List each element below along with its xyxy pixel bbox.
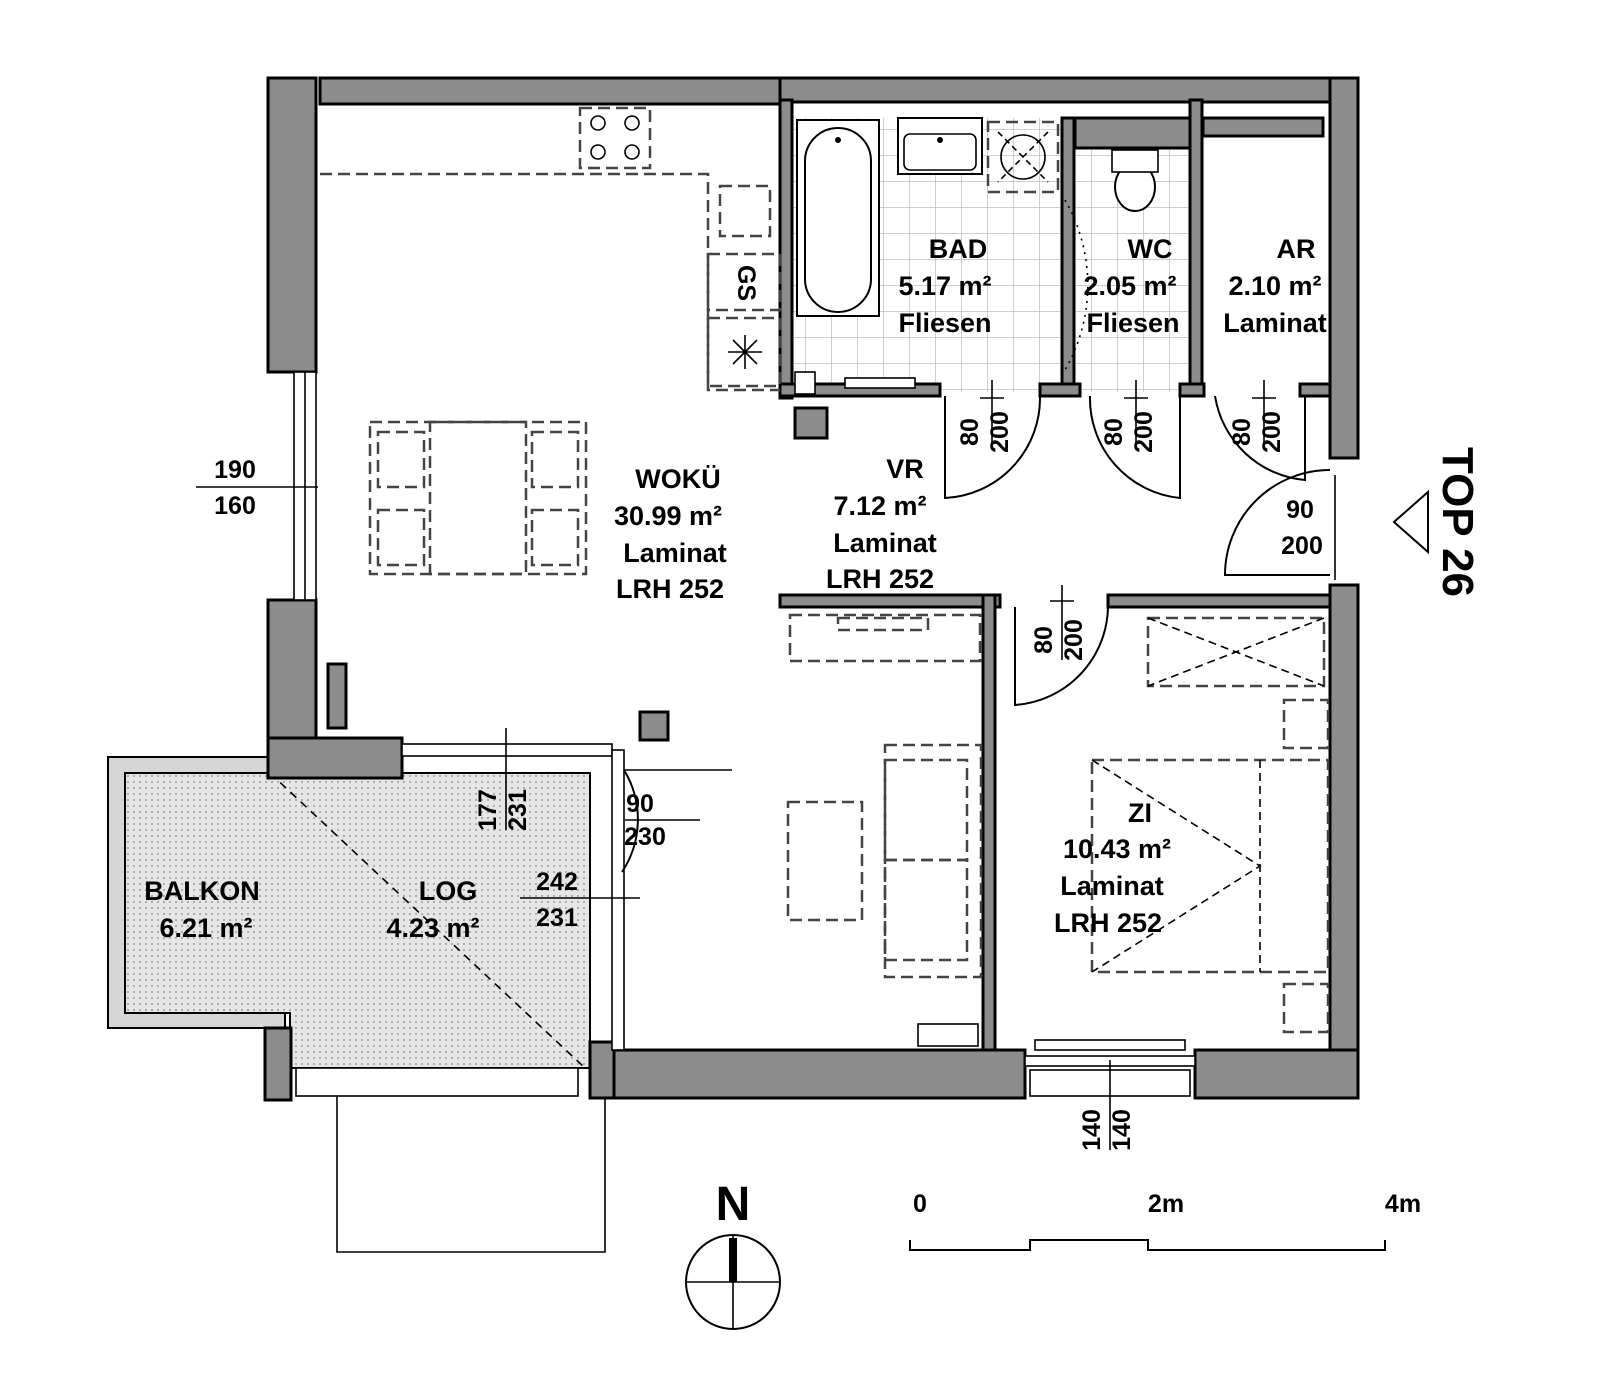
svg-text:Laminat: Laminat [1223, 308, 1327, 338]
window-west [293, 371, 317, 601]
svg-text:VR: VR [886, 454, 924, 484]
north-arrow: N [685, 1178, 781, 1330]
svg-text:200: 200 [986, 411, 1014, 453]
svg-text:0: 0 [913, 1190, 927, 1218]
svg-text:2.05 m²: 2.05 m² [1083, 271, 1176, 301]
svg-text:231: 231 [536, 904, 578, 932]
dim-door-bad: 80 200 [956, 380, 1014, 453]
svg-text:200: 200 [1130, 411, 1158, 453]
bathroom-fixtures [794, 117, 1159, 395]
room-bad-label: BAD 5.17 m² Fliesen [898, 234, 991, 338]
svg-text:177: 177 [474, 789, 502, 831]
dim-door-balcony: 90 230 [624, 790, 700, 851]
svg-text:2m: 2m [1148, 1190, 1184, 1218]
svg-text:WOKÜ: WOKÜ [635, 464, 720, 494]
svg-text:4.23 m²: 4.23 m² [386, 913, 479, 943]
svg-text:230: 230 [624, 823, 666, 851]
svg-text:BALKON: BALKON [144, 876, 260, 906]
svg-text:Laminat: Laminat [1060, 871, 1164, 901]
svg-text:4m: 4m [1385, 1190, 1421, 1218]
svg-text:6.21 m²: 6.21 m² [159, 913, 252, 943]
svg-text:Laminat: Laminat [833, 528, 937, 558]
dining-table [368, 420, 588, 576]
svg-text:5.17 m²: 5.17 m² [898, 271, 991, 301]
svg-text:30.99 m²: 30.99 m² [614, 501, 722, 531]
door-swings [621, 395, 1331, 873]
svg-text:80: 80 [1228, 418, 1256, 446]
svg-text:2.10 m²: 2.10 m² [1228, 271, 1321, 301]
room-ar-label: AR 2.10 m² Laminat [1223, 234, 1327, 338]
room-zi-label: ZI 10.43 m² Laminat LRH 252 [1054, 798, 1171, 938]
room-log-label: LOG 4.23 m² [386, 876, 479, 943]
walls [263, 76, 1360, 1102]
svg-text:10.43 m²: 10.43 m² [1063, 834, 1171, 864]
svg-text:242: 242 [536, 868, 578, 896]
dim-window-log: 177 231 [474, 728, 532, 831]
svg-text:Laminat: Laminat [623, 538, 727, 568]
living-furniture [786, 613, 983, 1047]
svg-text:90: 90 [626, 790, 654, 818]
dim-door-wc: 80 200 [1100, 380, 1158, 453]
window-log [401, 743, 625, 1051]
kitchen-counter: GS [320, 106, 782, 392]
bedroom-furniture [1090, 616, 1330, 1034]
svg-text:BAD: BAD [929, 234, 988, 264]
svg-text:ZI: ZI [1128, 798, 1152, 828]
svg-text:AR: AR [1277, 234, 1316, 264]
room-wokue-label: WOKÜ 30.99 m² Laminat LRH 252 [614, 464, 727, 604]
svg-text:140: 140 [1078, 1109, 1106, 1151]
svg-text:LOG: LOG [419, 876, 478, 906]
north-arrow-label: N [716, 1178, 751, 1231]
svg-text:7.12 m²: 7.12 m² [833, 491, 926, 521]
svg-text:200: 200 [1060, 619, 1088, 661]
dim-door-entry: 90 200 [1281, 475, 1336, 580]
dim-door-ar: 80 200 [1228, 380, 1286, 453]
kitchen-gs-label: GS [732, 265, 760, 301]
room-wc-label: WC 2.05 m² Fliesen [1083, 234, 1179, 338]
svg-text:140: 140 [1108, 1109, 1136, 1151]
svg-text:Fliesen: Fliesen [1086, 308, 1179, 338]
svg-text:190: 190 [214, 456, 256, 484]
room-vr-label: VR 7.12 m² Laminat LRH 252 [826, 454, 937, 594]
svg-text:LRH 252: LRH 252 [826, 564, 934, 594]
svg-text:TOP 26: TOP 26 [1433, 447, 1482, 597]
dim-log-opening: 242 231 [520, 868, 640, 932]
svg-text:80: 80 [956, 418, 984, 446]
svg-text:LRH 252: LRH 252 [616, 574, 724, 604]
unit-title: TOP 26 [1392, 447, 1482, 597]
scale-bar: 0 2m 4m [909, 1190, 1421, 1251]
room-balkon-label: BALKON 6.21 m² [144, 876, 260, 943]
svg-text:160: 160 [214, 492, 256, 520]
balcony-area [107, 756, 606, 1253]
svg-text:LRH 252: LRH 252 [1054, 908, 1162, 938]
dim-window-zi: 140 140 [1078, 1060, 1136, 1151]
svg-text:231: 231 [504, 789, 532, 831]
svg-text:80: 80 [1100, 418, 1128, 446]
svg-text:200: 200 [1281, 532, 1323, 560]
svg-text:WC: WC [1128, 234, 1173, 264]
svg-text:Fliesen: Fliesen [898, 308, 991, 338]
svg-text:200: 200 [1258, 411, 1286, 453]
svg-text:90: 90 [1286, 496, 1314, 524]
svg-text:80: 80 [1030, 626, 1058, 654]
dim-window-west: 190 160 [196, 456, 318, 520]
dim-door-zi: 80 200 [1030, 585, 1088, 661]
